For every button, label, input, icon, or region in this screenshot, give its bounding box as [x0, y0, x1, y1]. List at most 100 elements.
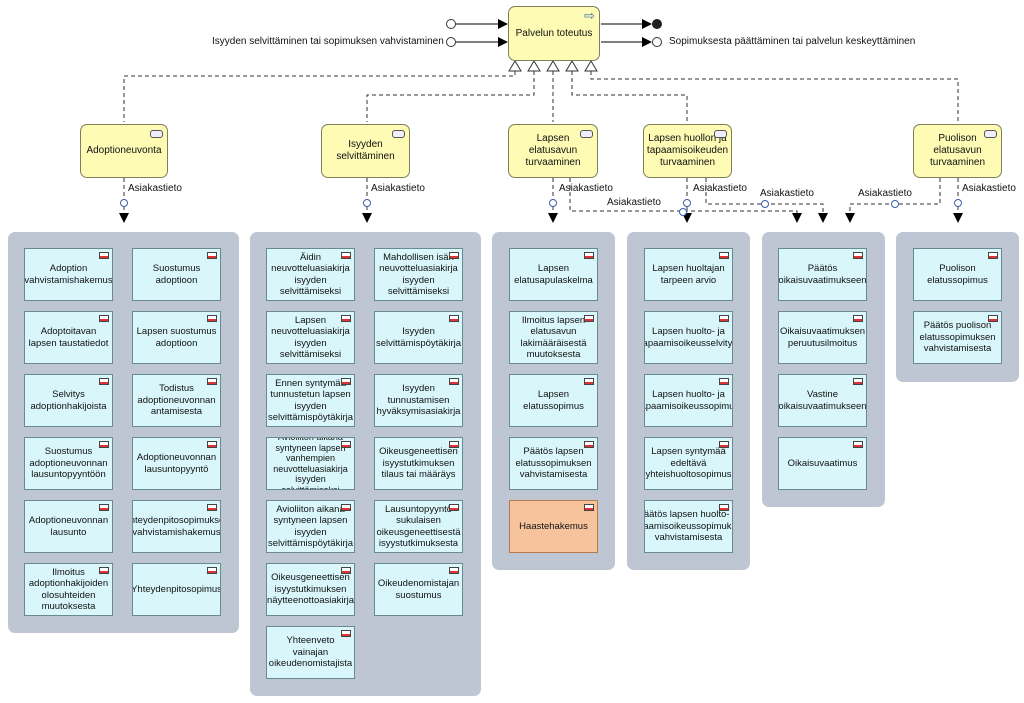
document-icon: [341, 567, 351, 574]
document-icon: [207, 378, 217, 385]
document-icon: [449, 378, 459, 385]
document[interactable]: Mahdollisen isän neuvotteluasiakirja isy…: [374, 248, 463, 301]
main-process-label: Palvelun toteutus: [515, 27, 593, 39]
input-trigger-label: Isyyden selvittäminen tai sopimuksen vah…: [212, 36, 444, 47]
document[interactable]: Päätös puolison elatussopimuksen vahvist…: [913, 311, 1002, 364]
document-icon: [719, 315, 729, 322]
document-icon: [99, 441, 109, 448]
document[interactable]: Adoption vahvistamishakemus: [24, 248, 113, 301]
document-icon: [341, 441, 351, 448]
document[interactable]: Vastine oikaisuvaatimukseen: [778, 374, 867, 427]
document[interactable]: Äidin neuvotteluasiakirja isyyden selvit…: [266, 248, 355, 301]
document[interactable]: Lapsen elatussopimus: [509, 374, 598, 427]
document-icon: [449, 441, 459, 448]
service-icon: [984, 130, 997, 138]
document-icon: [449, 567, 459, 574]
document[interactable]: Adoptioneuvonnan lausuntopyyntö: [132, 437, 221, 490]
document-icon: [449, 315, 459, 322]
document[interactable]: Todistus adoptioneuvonnan antamisesta: [132, 374, 221, 427]
document-icon: [584, 504, 594, 511]
document[interactable]: Isyyden selvittämispöytäkirja: [374, 311, 463, 364]
document[interactable]: Lapsen elatusapulaskelma: [509, 248, 598, 301]
document[interactable]: Selvitys adoptionhakijoista: [24, 374, 113, 427]
document[interactable]: Oikaisuvaatimuksen peruutusilmoitus: [778, 311, 867, 364]
document[interactable]: Avioliiton aikana syntyneen lapsen vanhe…: [266, 437, 355, 490]
flow-markers: [120, 199, 962, 216]
document[interactable]: Päätös lapsen huolto- ja tapaamisoikeuss…: [644, 500, 733, 553]
document-icon: [341, 504, 351, 511]
document-icon: [341, 630, 351, 637]
main-process-box[interactable]: ⇨ Palvelun toteutus: [508, 6, 600, 61]
document-icon: [99, 378, 109, 385]
document[interactable]: Lausuntopyyntö sukulaisen oikeusgeneetti…: [374, 500, 463, 553]
document[interactable]: Ilmoitus adoptionhakijoiden olosuhteiden…: [24, 563, 113, 616]
document[interactable]: Lapsen syntymää edeltävä yhteishuoltosop…: [644, 437, 733, 490]
document[interactable]: Adoptioneuvonnan lausunto: [24, 500, 113, 553]
document-icon: [584, 441, 594, 448]
document[interactable]: Yhteenveto vainajan oikeudenomistajista: [266, 626, 355, 679]
document-icon: [719, 441, 729, 448]
document[interactable]: Puolison elatussopimus: [913, 248, 1002, 301]
flow-lines: [119, 178, 963, 223]
document[interactable]: Avioliiton aikana syntyneen lapsen isyyd…: [266, 500, 355, 553]
document-icon: [99, 252, 109, 259]
document[interactable]: Lapsen huolto- ja tapaamisoikeussopimus: [644, 374, 733, 427]
document[interactable]: Isyyden tunnustamisen hyväksymisasiakirj…: [374, 374, 463, 427]
document[interactable]: Yhteydenpitosopimuksen vahvistamishakemu…: [132, 500, 221, 553]
service-label: Lapsen huollon ja tapaamisoikeuden turva…: [646, 133, 729, 168]
document-icon: [341, 252, 351, 259]
document[interactable]: Ennen syntymää tunnustetun lapsen isyyde…: [266, 374, 355, 427]
document[interactable]: Lapsen suostumus adoptioon: [132, 311, 221, 364]
flow-label: Asiakastieto: [693, 183, 747, 194]
document-icon: [853, 315, 863, 322]
document[interactable]: Yhteydenpitosopimus: [132, 563, 221, 616]
service-adoptioneuvonta[interactable]: Adoptioneuvonta: [80, 124, 168, 178]
service-label: Isyyden selvittäminen: [336, 139, 395, 162]
service-lapsen-elatusavun-turvaaminen[interactable]: Lapsen elatusavun turvaaminen: [508, 124, 598, 178]
service-icon: [150, 130, 163, 138]
document-highlighted[interactable]: Haastehakemus: [509, 500, 598, 553]
document-icon: [207, 504, 217, 511]
service-icon: [580, 130, 593, 138]
document-icon: [207, 315, 217, 322]
document-icon: [853, 378, 863, 385]
document[interactable]: Lapsen huoltajan tarpeen arvio: [644, 248, 733, 301]
document-icon: [584, 378, 594, 385]
document-icon: [584, 252, 594, 259]
service-puolison-elatusavun-turvaaminen[interactable]: Puolison elatusavun turvaaminen: [913, 124, 1002, 178]
document[interactable]: Lapsen neuvotteluasiakirja isyyden selvi…: [266, 311, 355, 364]
service-lapsen-huollon-turvaaminen[interactable]: Lapsen huollon ja tapaamisoikeuden turva…: [643, 124, 732, 178]
document[interactable]: Adoptoitavan lapsen taustatiedot: [24, 311, 113, 364]
document[interactable]: Lapsen huolto- ja tapaamisoikeusselvitys: [644, 311, 733, 364]
document-icon: [853, 441, 863, 448]
document[interactable]: Oikaisuvaatimus: [778, 437, 867, 490]
flow-label: Asiakastieto: [962, 183, 1016, 194]
document-icon: [988, 252, 998, 259]
document[interactable]: Oikeudenomistajan suostumus: [374, 563, 463, 616]
document[interactable]: Suostumus adoptioneuvonnan lausuntopyynt…: [24, 437, 113, 490]
document-icon: [207, 567, 217, 574]
document[interactable]: Suostumus adoptioon: [132, 248, 221, 301]
service-isyyden-selvittaminen[interactable]: Isyyden selvittäminen: [321, 124, 410, 178]
document[interactable]: Päätös lapsen elatussopimuksen vahvistam…: [509, 437, 598, 490]
flow-label: Asiakastieto: [559, 183, 613, 194]
document[interactable]: Oikeusgeneettisen isyystutkimuksen tilau…: [374, 437, 463, 490]
flow-label: Asiakastieto: [760, 188, 814, 199]
document-icon: [719, 504, 729, 511]
service-label: Adoptioneuvonta: [86, 145, 162, 156]
document-icon: [99, 315, 109, 322]
document-icon: [853, 252, 863, 259]
document-icon: [207, 441, 217, 448]
output-trigger-label: Sopimuksesta päättäminen tai palvelun ke…: [669, 36, 916, 47]
flow-label: Asiakastieto: [371, 183, 425, 194]
service-icon: [714, 130, 727, 138]
document[interactable]: Päätös oikaisuvaatimukseen: [778, 248, 867, 301]
document[interactable]: Oikeusgeneettisen isyystutkimuksen näytt…: [266, 563, 355, 616]
flow-label: Asiakastieto: [128, 183, 182, 194]
document[interactable]: Ilmoitus lapsen elatusavun lakimääräises…: [509, 311, 598, 364]
composition-lines: [123, 71, 959, 122]
document-icon: [99, 504, 109, 511]
service-label: Lapsen elatusavun turvaaminen: [525, 133, 581, 168]
flow-label: Asiakastieto: [858, 188, 912, 199]
